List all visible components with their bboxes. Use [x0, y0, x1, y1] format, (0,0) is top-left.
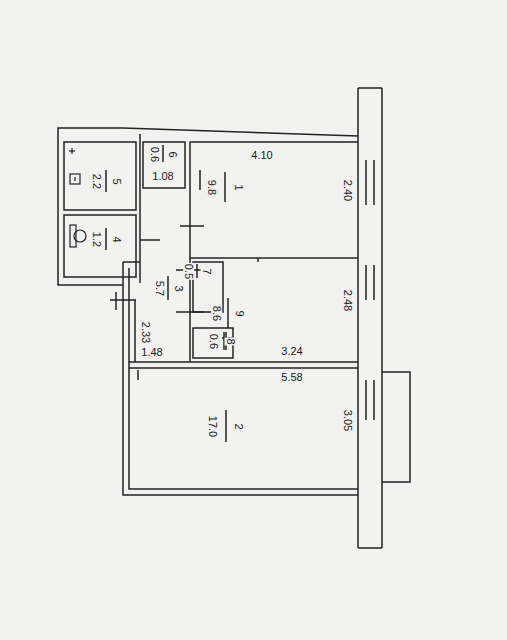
room-label: 3.05 [342, 408, 353, 431]
dimension-label: 3.24 [280, 346, 303, 357]
walls [58, 88, 410, 548]
room-label: 2.2 [91, 172, 102, 189]
room-label: 4 [111, 235, 122, 243]
room-label: 0.6 [208, 332, 219, 349]
room-label: 17.0 [207, 414, 218, 437]
room-label: 2.48 [342, 288, 353, 311]
dimension-label: 5.58 [280, 372, 303, 383]
room-label: 5 [111, 177, 122, 185]
room-label: 9.8 [206, 178, 217, 195]
room-label: 2 [233, 422, 244, 430]
room-label: 1.2 [91, 230, 102, 247]
room-label: 0.6 [149, 145, 160, 162]
dimension-label: 4.10 [250, 150, 273, 161]
room-label: 2.33 [140, 320, 151, 343]
room-label: 8.6 [211, 304, 222, 321]
room-label: 3 [173, 284, 184, 292]
dimension-label: 1.48 [140, 347, 163, 358]
room-label: 7 [201, 267, 212, 275]
room-label: 2.40 [342, 178, 353, 201]
sanitary-fixtures [69, 148, 86, 247]
room-label: 5.7 [154, 279, 165, 296]
room-label: 0.5 [183, 262, 194, 279]
room-label: 6 [167, 150, 178, 158]
room-label: 1 [233, 183, 244, 191]
dimension-label: 1.08 [151, 171, 174, 182]
room-label: 9 [234, 309, 245, 317]
room-label: 8 [225, 337, 236, 345]
